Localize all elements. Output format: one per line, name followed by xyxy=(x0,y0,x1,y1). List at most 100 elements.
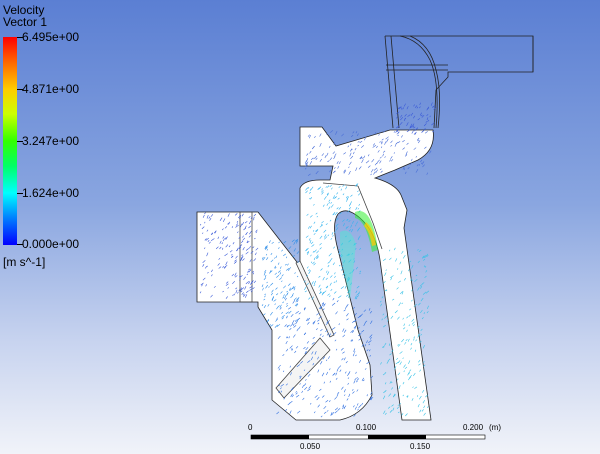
velocity-vector xyxy=(305,161,309,165)
velocity-vector xyxy=(296,275,299,278)
legend-tick xyxy=(17,141,23,142)
velocity-vector xyxy=(329,275,333,278)
velocity-vector xyxy=(330,204,334,208)
velocity-vector xyxy=(302,397,305,401)
velocity-vector xyxy=(430,102,433,106)
velocity-vector xyxy=(397,344,401,347)
velocity-vector xyxy=(277,270,281,273)
velocity-vector xyxy=(219,240,222,244)
velocity-vector xyxy=(264,295,266,298)
velocity-vector xyxy=(349,148,353,152)
velocity-vector xyxy=(356,376,358,379)
velocity-vector xyxy=(310,157,314,161)
velocity-vector xyxy=(278,247,280,250)
velocity-vector xyxy=(346,398,349,401)
velocity-vector xyxy=(365,160,370,164)
velocity-vector xyxy=(242,293,245,296)
velocity-vector xyxy=(353,405,355,408)
velocity-vector xyxy=(392,407,395,411)
velocity-vector xyxy=(231,226,234,229)
velocity-vector xyxy=(385,136,389,140)
velocity-vector xyxy=(328,206,331,210)
velocity-vector xyxy=(338,248,340,251)
velocity-vector xyxy=(342,184,345,187)
velocity-vector xyxy=(319,388,322,392)
velocity-vector xyxy=(352,353,355,357)
velocity-vector xyxy=(279,307,282,310)
velocity-vector xyxy=(292,286,294,289)
velocity-vector xyxy=(222,239,224,242)
velocity-vector xyxy=(295,394,300,398)
velocity-vector xyxy=(304,167,307,170)
velocity-vector xyxy=(346,218,349,221)
velocity-vector xyxy=(285,340,288,345)
legend-tick xyxy=(17,37,23,38)
velocity-vector xyxy=(343,329,347,333)
velocity-vector xyxy=(270,324,274,327)
velocity-vector xyxy=(397,372,401,376)
velocity-vector xyxy=(408,372,411,375)
velocity-vector xyxy=(289,327,292,331)
velocity-vector xyxy=(206,252,209,257)
velocity-vector xyxy=(314,395,318,398)
velocity-vector xyxy=(280,387,282,390)
velocity-vector xyxy=(235,261,237,263)
velocity-vector xyxy=(221,247,224,250)
velocity-vector xyxy=(326,132,328,135)
velocity-vector xyxy=(403,168,406,171)
velocity-vector xyxy=(243,227,247,231)
velocity-vector xyxy=(399,121,403,126)
velocity-vector xyxy=(386,138,389,143)
velocity-vector xyxy=(421,161,425,165)
velocity-vector xyxy=(323,229,327,233)
velocity-vector xyxy=(369,310,373,314)
velocity-vector xyxy=(291,348,294,351)
velocity-vector xyxy=(304,350,307,353)
velocity-vector xyxy=(336,161,339,165)
velocity-vector xyxy=(352,388,354,391)
velocity-vector xyxy=(262,256,264,260)
velocity-vector xyxy=(354,406,357,410)
velocity-vector xyxy=(221,228,224,231)
velocity-vector xyxy=(309,239,312,244)
velocity-vector xyxy=(312,336,315,339)
velocity-vector xyxy=(329,185,332,188)
velocity-vector xyxy=(333,372,336,376)
velocity-vector xyxy=(312,250,315,253)
velocity-vector xyxy=(265,253,268,256)
velocity-vector xyxy=(423,412,426,416)
velocity-vector xyxy=(353,151,355,155)
velocity-vector xyxy=(417,287,420,291)
velocity-vector xyxy=(407,114,411,117)
velocity-vector xyxy=(210,214,214,217)
velocity-vector xyxy=(300,360,304,364)
velocity-vector xyxy=(210,238,215,242)
velocity-vector xyxy=(245,248,249,251)
velocity-vector xyxy=(218,257,221,260)
velocity-vector xyxy=(417,302,421,306)
velocity-vector xyxy=(307,373,311,377)
velocity-vector xyxy=(204,212,206,215)
velocity-vector xyxy=(381,138,384,141)
velocity-vector xyxy=(241,213,244,217)
velocity-vector xyxy=(315,229,318,233)
velocity-vector xyxy=(316,312,320,316)
velocity-vector xyxy=(362,379,365,382)
velocity-vector xyxy=(372,144,377,148)
velocity-vector xyxy=(410,278,412,281)
velocity-vector xyxy=(335,372,338,376)
velocity-vector xyxy=(397,268,399,270)
velocity-vector xyxy=(415,169,419,173)
velocity-vector xyxy=(373,167,378,171)
velocity-vector xyxy=(247,270,249,273)
velocity-vector xyxy=(403,323,405,327)
velocity-vector xyxy=(266,257,269,261)
velocity-vector xyxy=(308,269,311,272)
velocity-vector xyxy=(316,328,318,331)
velocity-vector xyxy=(422,361,425,363)
velocity-vector xyxy=(336,217,339,221)
velocity-vector xyxy=(295,391,298,393)
velocity-vector xyxy=(415,156,418,158)
velocity-vector xyxy=(225,261,228,266)
velocity-vector xyxy=(341,386,344,390)
